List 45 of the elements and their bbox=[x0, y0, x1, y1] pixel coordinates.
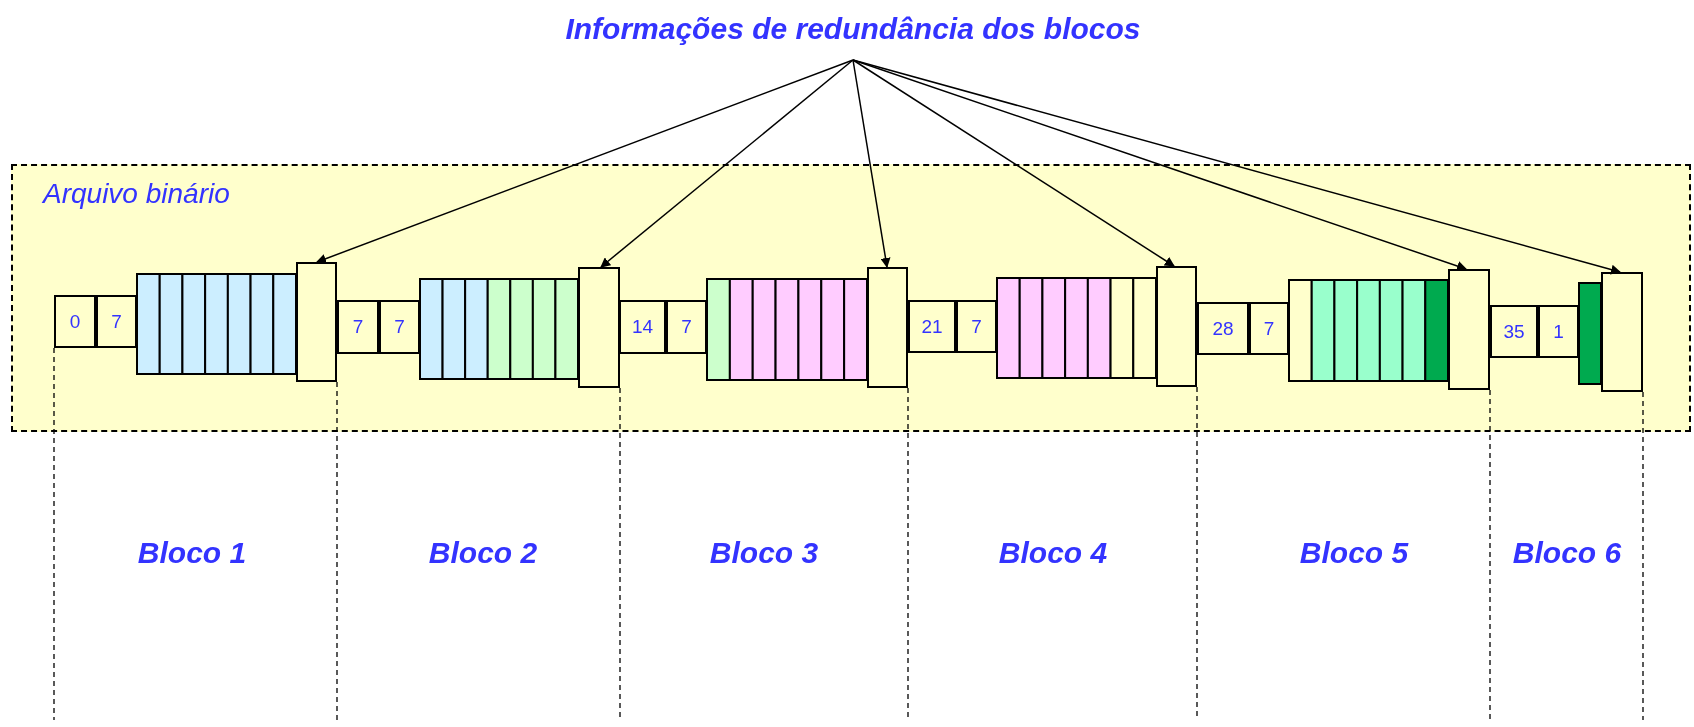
header-cell bbox=[54, 295, 96, 348]
arrow bbox=[852, 59, 1175, 267]
block-label: Bloco 3 bbox=[709, 536, 819, 570]
redundancy-box bbox=[1601, 272, 1643, 392]
cell-value: 7 bbox=[681, 316, 692, 338]
heading-text: Informações de redundância dos blocos bbox=[565, 12, 1141, 46]
file-panel bbox=[11, 164, 1691, 432]
header-cell bbox=[337, 300, 379, 354]
header-cell bbox=[908, 300, 956, 353]
redundancy-box bbox=[1156, 266, 1197, 387]
redundancy-box bbox=[296, 262, 337, 382]
arrow bbox=[852, 59, 1621, 275]
arrow bbox=[852, 59, 1467, 271]
cell-value: 7 bbox=[352, 316, 364, 338]
header-cell bbox=[619, 300, 666, 354]
cell-value: 1 bbox=[1553, 320, 1564, 343]
arrow bbox=[852, 59, 891, 268]
block-label: Bloco 4 bbox=[998, 536, 1108, 570]
header-cell bbox=[379, 300, 420, 354]
cell-value: 7 bbox=[971, 315, 982, 338]
block-label: Bloco 2 bbox=[428, 536, 538, 570]
cell-value: 28 bbox=[1212, 317, 1234, 340]
cell-value: 35 bbox=[1503, 320, 1525, 343]
cell-value: 7 bbox=[394, 316, 405, 338]
arrow bbox=[316, 59, 854, 264]
cell-value: 14 bbox=[631, 316, 654, 338]
block-label: Bloco 1 bbox=[137, 536, 247, 570]
cell-value: 0 bbox=[69, 310, 81, 333]
redundancy-box bbox=[1448, 269, 1490, 390]
block-label: Bloco 6 bbox=[1512, 536, 1622, 570]
redundancy-box bbox=[867, 267, 908, 388]
panel-title: Arquivo binário bbox=[43, 178, 230, 210]
header-cell bbox=[1197, 302, 1249, 355]
arrow bbox=[600, 59, 854, 268]
redundancy-box bbox=[578, 267, 620, 388]
cell-value: 21 bbox=[921, 315, 943, 338]
header-cell bbox=[1490, 305, 1538, 358]
header-cell bbox=[666, 300, 707, 354]
header-cell bbox=[956, 300, 997, 353]
cell-value: 7 bbox=[1263, 317, 1275, 340]
cell-value: 7 bbox=[111, 310, 122, 333]
header-cell bbox=[1538, 305, 1579, 358]
header-cell bbox=[1249, 302, 1289, 355]
header-cell bbox=[96, 295, 137, 348]
block-label: Bloco 5 bbox=[1299, 536, 1409, 570]
